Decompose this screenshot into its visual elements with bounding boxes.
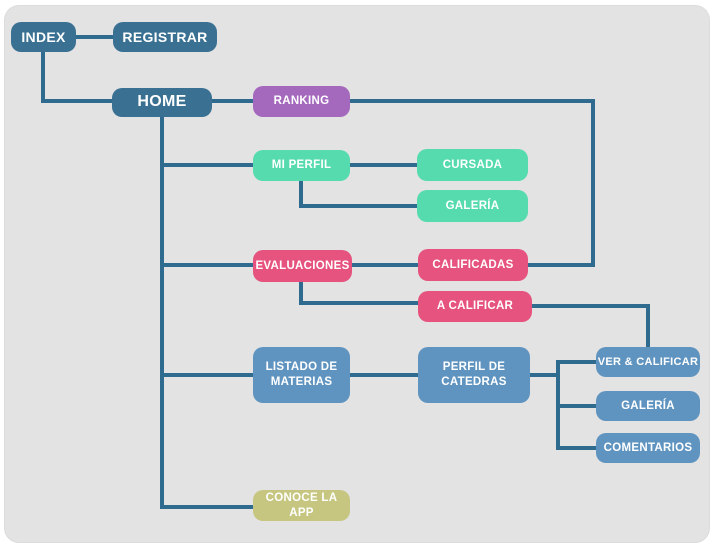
edge-listado-de-materias-perfil-de-catedras bbox=[350, 373, 418, 377]
node-ver-y-calificar: VER & CALIFICAR bbox=[596, 347, 700, 377]
edge-home-conoce-la-app bbox=[160, 505, 253, 509]
edge-catedras-branch-ver-y-calificar bbox=[560, 360, 596, 364]
node-perfil-de-catedras: PERFIL DE CATEDRAS bbox=[418, 347, 530, 403]
edge-home-ranking bbox=[212, 99, 253, 103]
edge-index-registrar bbox=[76, 35, 113, 39]
node-galeria-perfil: GALERÍA bbox=[417, 190, 528, 222]
node-cursada: CURSADA bbox=[417, 149, 528, 181]
node-listado-de-materias: LISTADO DE MATERIAS bbox=[253, 347, 350, 403]
edge-evaluaciones-calificadas bbox=[352, 263, 418, 267]
edge-ranking-calificadas bbox=[591, 99, 595, 267]
edge-mi-perfil-galeria-perfil bbox=[299, 204, 417, 208]
edge-catedras-branch-galeria-catedras bbox=[560, 404, 596, 408]
edge-index-home bbox=[41, 99, 112, 103]
node-home: HOME bbox=[112, 88, 212, 117]
node-mi-perfil: MI PERFIL bbox=[253, 150, 350, 181]
edge-perfil-de-catedras-catedras-branch bbox=[530, 373, 560, 377]
edge-a-calificar-ver-y-calificar bbox=[532, 304, 650, 308]
edge-catedras-branch-comentarios bbox=[560, 446, 596, 450]
edge-evaluaciones-a-calificar bbox=[299, 301, 418, 305]
edge-a-calificar-ver-y-calificar bbox=[646, 304, 650, 347]
edge-mi-perfil-galeria-perfil bbox=[299, 181, 303, 208]
edge-ranking-calificadas bbox=[528, 263, 595, 267]
node-a-calificar: A CALIFICAR bbox=[418, 291, 532, 322]
edge-index-home bbox=[41, 52, 45, 103]
node-index: INDEX bbox=[11, 22, 76, 52]
edge-home-listado-de-materias bbox=[162, 373, 253, 377]
edge-home-evaluaciones bbox=[162, 263, 253, 267]
node-ranking: RANKING bbox=[253, 86, 350, 117]
node-galeria-catedras: GALERÍA bbox=[596, 391, 700, 421]
edge-mi-perfil-cursada bbox=[350, 163, 417, 167]
node-conoce-la-app: CONOCE LA APP bbox=[253, 490, 350, 521]
edge-evaluaciones-a-calificar bbox=[299, 282, 303, 305]
edge-home-mi-perfil bbox=[162, 163, 253, 167]
edge-ranking-calificadas bbox=[350, 99, 595, 103]
node-registrar: REGISTRAR bbox=[113, 22, 217, 52]
node-evaluaciones: EVALUACIONES bbox=[253, 250, 352, 282]
edge-home-conoce-la-app bbox=[160, 117, 164, 509]
node-comentarios: COMENTARIOS bbox=[596, 433, 700, 463]
edge-perfil-de-catedras-catedras-branch bbox=[556, 360, 560, 450]
node-calificadas: CALIFICADAS bbox=[418, 249, 528, 281]
